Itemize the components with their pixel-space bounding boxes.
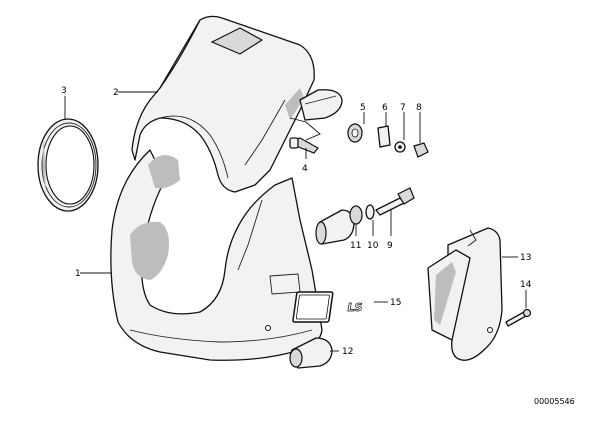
bolt-4 (289, 137, 319, 154)
document-number: 00005546 (534, 397, 575, 406)
fastener-row (347, 123, 429, 158)
callout-14: 14 (520, 280, 532, 290)
callout-8: 8 (416, 103, 422, 113)
upper-fairing (131, 15, 315, 193)
emblem-lettering: LS (348, 301, 363, 314)
callout-6: 6 (382, 103, 388, 113)
callout-12: 12 (342, 347, 353, 357)
callout-7: 7 (400, 103, 406, 113)
callout-4: 4 (302, 164, 308, 174)
callout-9: 9 (387, 241, 393, 251)
callout-1: 1 (75, 269, 81, 279)
side-panel (427, 227, 503, 361)
callout-2: 2 (113, 88, 119, 98)
leader-lines (64, 91, 527, 352)
callout-11: 11 (350, 241, 361, 251)
callout-5: 5 (360, 103, 366, 113)
callout-13: 13 (520, 253, 531, 263)
mirror-bracket (299, 89, 343, 121)
callout-10: 10 (367, 241, 379, 251)
rubber-mount-assembly (315, 187, 415, 245)
callout-15: 15 (390, 298, 401, 308)
headlight-ring (37, 118, 99, 212)
rubber-buffer (289, 337, 333, 369)
screw-14 (505, 308, 532, 327)
callout-labels: 1 2 3 4 5 6 7 8 9 10 11 12 13 14 15 (61, 86, 532, 357)
callout-3: 3 (61, 86, 67, 96)
emblem-badge: LS (292, 291, 363, 323)
lower-fairing (110, 149, 323, 361)
